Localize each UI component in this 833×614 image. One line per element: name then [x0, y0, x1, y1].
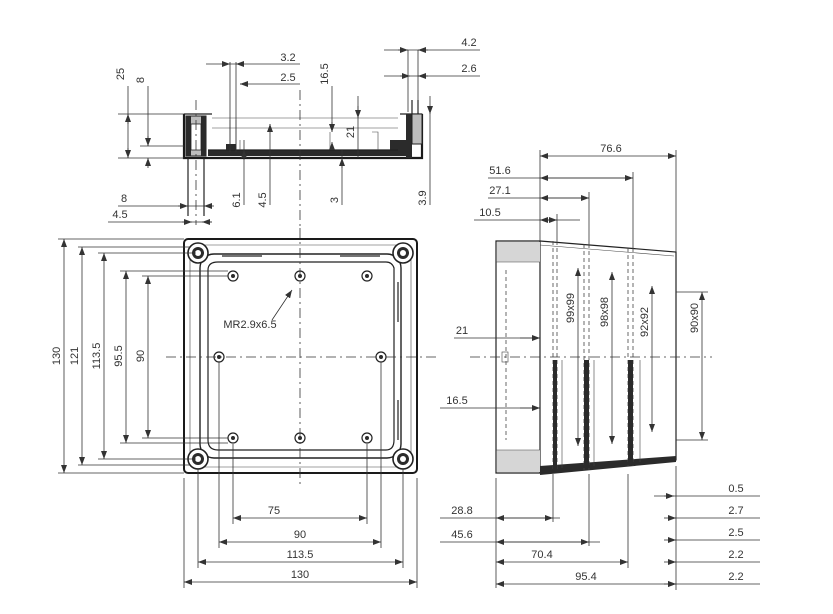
label-3-9: 3.9 [417, 190, 429, 205]
side-view [470, 240, 712, 475]
label-0-5: 0.5 [728, 483, 743, 495]
corner-boss-br [392, 448, 414, 470]
label-21-top: 21 [345, 126, 357, 138]
front-view [166, 228, 440, 488]
label-21-side: 21 [456, 325, 468, 337]
top-view-dimensions [108, 47, 480, 225]
side-view-dimensions [440, 150, 760, 590]
screw-note: MR2.9x6.5 [223, 319, 276, 331]
dimension-labels: 3.2 2.5 16.5 25 8 4.2 2.6 21 8 4.5 6.1 4… [51, 37, 744, 583]
label-121: 121 [69, 347, 81, 365]
label-16-5-top: 16.5 [319, 63, 331, 84]
label-4-5-mid: 4.5 [257, 192, 269, 207]
label-76-6: 76.6 [600, 143, 621, 155]
label-98x98: 98x98 [599, 297, 611, 327]
label-90x90: 90x90 [689, 303, 701, 333]
label-2-7: 2.7 [728, 505, 743, 517]
label-3: 3 [329, 197, 341, 203]
label-130-height: 130 [51, 347, 63, 365]
label-113-5-height: 113.5 [91, 343, 103, 370]
label-99x99: 99x99 [565, 293, 577, 323]
label-51-6: 51.6 [489, 165, 510, 177]
front-view-dimensions [58, 238, 418, 588]
label-70-4: 70.4 [531, 549, 552, 561]
label-10-5: 10.5 [479, 207, 500, 219]
label-4-2: 4.2 [461, 37, 476, 49]
corner-boss-tr [392, 242, 414, 264]
label-8-top: 8 [135, 77, 147, 83]
label-130-width: 130 [291, 569, 309, 581]
label-113-5-width: 113.5 [287, 549, 314, 561]
label-2-2-a: 2.2 [728, 549, 743, 561]
label-16-5-side: 16.5 [446, 395, 467, 407]
label-75: 75 [268, 505, 280, 517]
label-27-1: 27.1 [489, 185, 510, 197]
label-4-5-left: 4.5 [112, 209, 127, 221]
label-6-1: 6.1 [231, 192, 243, 207]
label-2-5-side: 2.5 [728, 527, 743, 539]
label-2-6: 2.6 [461, 63, 476, 75]
label-90-height: 90 [135, 350, 147, 362]
label-2-2-b: 2.2 [728, 571, 743, 583]
label-28-8: 28.8 [451, 505, 472, 517]
label-25: 25 [115, 68, 127, 80]
top-section-view [182, 90, 424, 230]
label-45-6: 45.6 [451, 529, 472, 541]
corner-boss-tl [187, 242, 209, 264]
label-3-2: 3.2 [280, 52, 295, 64]
label-95-5: 95.5 [113, 345, 125, 366]
label-92x92: 92x92 [639, 307, 651, 337]
label-95-4: 95.4 [575, 571, 596, 583]
label-8-bottom: 8 [121, 193, 127, 205]
label-2-5-top: 2.5 [280, 72, 295, 84]
label-90-width: 90 [294, 529, 306, 541]
